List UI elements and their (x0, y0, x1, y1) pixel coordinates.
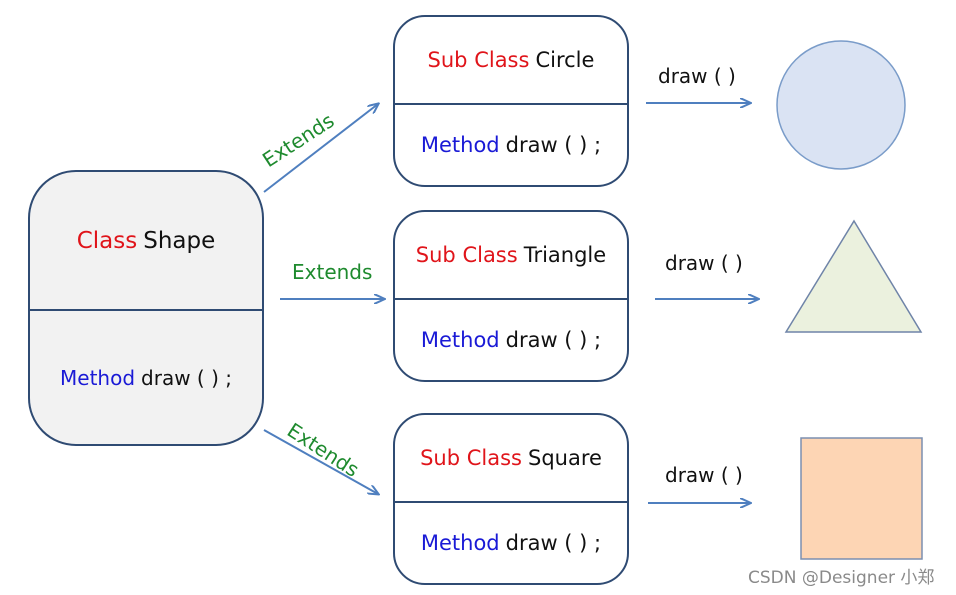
extends-label-triangle: Extends (292, 260, 373, 284)
subclass-keyword: Sub Class (420, 446, 522, 470)
method-signature: draw ( ) ; (141, 365, 232, 390)
method-keyword: Method (420, 531, 500, 555)
method-keyword: Method (420, 133, 500, 157)
draw-call-label-circle: draw ( ) (658, 64, 736, 88)
subclass-divider (395, 501, 627, 503)
triangle-shape (784, 219, 923, 333)
watermark: CSDN @Designer 小郑 (748, 568, 935, 588)
method-signature: draw ( ) ; (505, 133, 602, 157)
method-signature: draw ( ) ; (505, 328, 602, 352)
circle-shape (776, 40, 906, 170)
subclass-divider (395, 298, 627, 300)
method-keyword: Method (420, 328, 500, 352)
subclass-name: Square (527, 446, 602, 470)
extends-arrow-square (263, 429, 378, 494)
square-shape (800, 437, 923, 560)
extends-arrow-circle (263, 104, 378, 193)
method-keyword: Method (60, 365, 136, 390)
subclass-keyword: Sub Class (427, 48, 530, 72)
method-signature: draw ( ) ; (505, 531, 602, 555)
draw-call-label-square: draw ( ) (665, 463, 743, 487)
subclass-divider (395, 103, 627, 105)
subclass-name: Circle (535, 48, 595, 72)
class-divider (30, 309, 262, 311)
class-name: Shape (143, 227, 216, 254)
subclass-name: Triangle (523, 243, 607, 267)
class-keyword: Class (76, 227, 138, 254)
subclass-keyword: Sub Class (415, 243, 518, 267)
draw-call-label-triangle: draw ( ) (665, 251, 743, 275)
